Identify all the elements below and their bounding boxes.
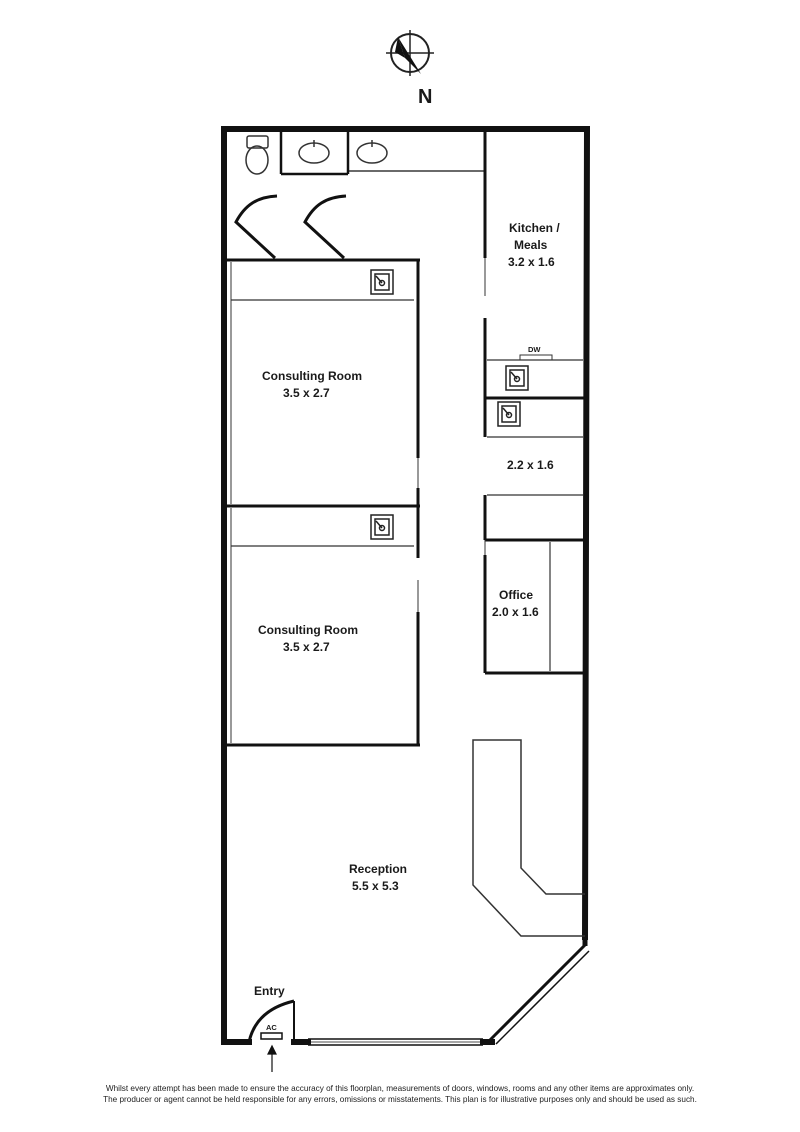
consulting-room-1-size: 3.5 x 2.7 [283,386,330,400]
sink-icon [505,365,529,391]
room-small-walls [483,398,585,542]
compass-icon [386,30,434,76]
outer-walls [221,125,591,1045]
consulting-room-2-label: Consulting Room [258,623,358,637]
toilet-icon [245,135,269,175]
sink-icon [370,269,394,295]
office-size: 2.0 x 1.6 [492,605,539,619]
entry-label: Entry [254,984,285,998]
disclaimer-line-1: Whilst every attempt has been made to en… [105,1084,695,1093]
reception-size: 5.5 x 5.3 [352,879,399,893]
toilet-door-right [303,194,347,260]
office-walls [483,555,585,675]
toilet-door-left [234,194,278,260]
disclaimer-line-2: The producer or agent cannot be held res… [103,1095,697,1104]
sink-icon [370,514,394,540]
office-label: Office [499,588,533,602]
entry-arrow-icon [267,1044,277,1072]
reception-label: Reception [349,862,407,876]
reception-counter [472,739,585,937]
consulting-room-2-size: 3.5 x 2.7 [283,640,330,654]
kitchen-label: Kitchen / [509,221,560,235]
air-conditioner-icon [260,1032,283,1040]
kitchen-size: 3.2 x 1.6 [508,255,555,269]
entry-door [247,999,295,1043]
room-small-size: 2.2 x 1.6 [507,458,554,472]
air-conditioner-label: AC [266,1023,277,1032]
kitchen-label-line2: Meals [514,238,548,252]
dishwasher [519,354,553,360]
basin-icon [298,140,388,164]
consulting-room-1-label: Consulting Room [262,369,362,383]
dishwasher-label: DW [528,345,541,354]
compass-north-label: N [418,86,432,108]
angled-window [488,937,590,1045]
sink-icon [497,401,521,427]
kitchen-walls [483,129,585,400]
front-window [308,1038,483,1046]
consulting-room-2-walls [224,506,420,747]
disclaimer: Whilst every attempt has been made to en… [20,1083,780,1105]
consulting-room-1-walls [224,258,420,508]
toilet-area-walls [279,129,486,176]
